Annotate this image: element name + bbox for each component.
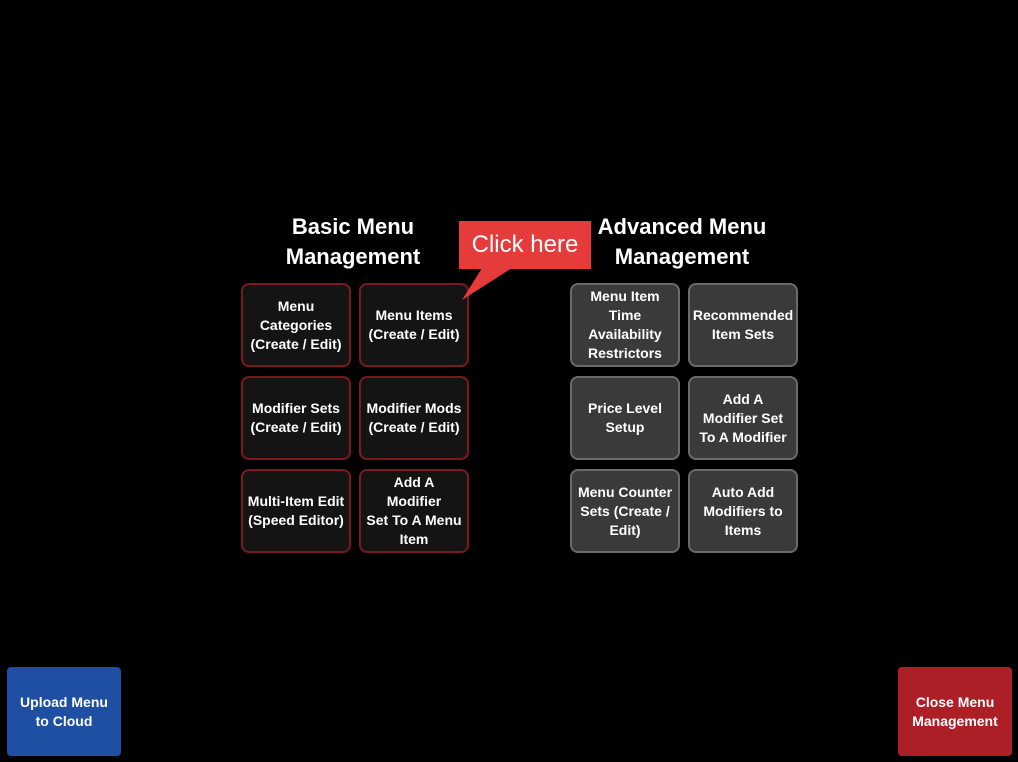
menu-counter-sets-button[interactable]: Menu Counter Sets (Create / Edit) [570,469,680,553]
advanced-menu-management-title: Advanced Menu Management [572,212,792,272]
multi-item-edit-button[interactable]: Multi-Item Edit (Speed Editor) [241,469,351,553]
advanced-title-line2: Management [614,244,750,269]
add-modifier-set-to-menu-item-button[interactable]: Add A Modifier Set To A Menu Item [359,469,469,553]
price-level-setup-button[interactable]: Price Level Setup [570,376,680,460]
modifier-mods-button[interactable]: Modifier Mods (Create / Edit) [359,376,469,460]
menu-items-button[interactable]: Menu Items (Create / Edit) [359,283,469,367]
modifier-sets-button[interactable]: Modifier Sets (Create / Edit) [241,376,351,460]
auto-add-modifiers-button[interactable]: Auto Add Modifiers to Items [688,469,798,553]
advanced-title-line1: Advanced Menu [597,214,767,239]
close-menu-management-button[interactable]: Close Menu Management [898,667,1012,756]
basic-title-line2: Management [285,244,421,269]
recommended-item-sets-button[interactable]: Recommended Item Sets [688,283,798,367]
basic-menu-management-title: Basic Menu Management [243,212,463,272]
basic-title-line1: Basic Menu [291,214,415,239]
upload-menu-to-cloud-button[interactable]: Upload Menu to Cloud [7,667,121,756]
click-here-callout: Click here [459,221,591,269]
add-modifier-set-to-modifier-button[interactable]: Add A Modifier Set To A Modifier [688,376,798,460]
menu-item-time-availability-button[interactable]: Menu Item Time Availability Restrictors [570,283,680,367]
menu-categories-button[interactable]: Menu Categories (Create / Edit) [241,283,351,367]
